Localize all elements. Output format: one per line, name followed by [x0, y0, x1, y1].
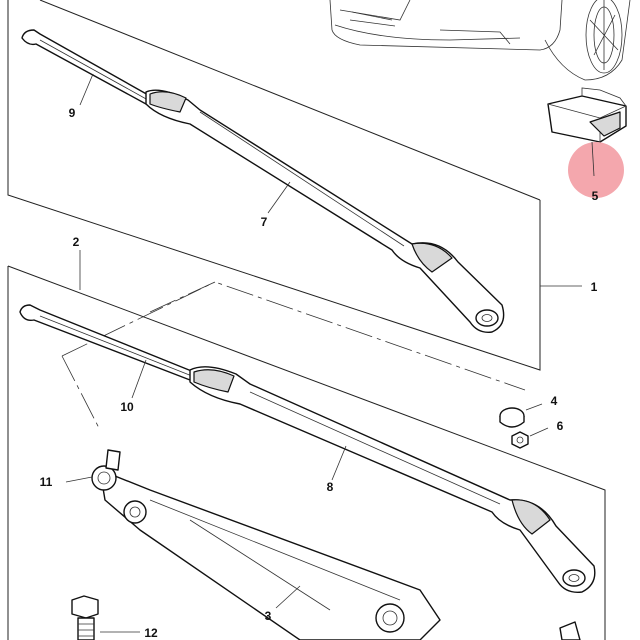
callout-6: 6 — [557, 419, 564, 433]
wiper-arm-lower — [189, 366, 596, 593]
callout-2: 2 — [73, 235, 80, 249]
callout-9: 9 — [69, 106, 76, 120]
car-illustration — [329, 0, 631, 81]
lower-group-box — [7, 265, 606, 640]
upper-group-box — [7, 0, 541, 371]
wiper-blade-lower — [19, 304, 195, 381]
callout-3: 3 — [265, 609, 272, 623]
callout-1: 1 — [591, 280, 598, 294]
callout-7: 7 — [261, 215, 268, 229]
bolt — [71, 595, 99, 640]
callout-8: 8 — [327, 480, 334, 494]
highlight-circle — [568, 142, 624, 198]
wiper-arm-upper — [145, 89, 505, 333]
wiper-linkage — [91, 449, 581, 640]
callout-labels: 9 7 1 2 10 8 11 3 12 4 6 5 — [40, 106, 599, 640]
nut — [511, 431, 529, 449]
sensor-module — [547, 87, 627, 143]
callout-10: 10 — [120, 400, 134, 414]
leader-lines — [65, 73, 595, 633]
callout-5: 5 — [592, 189, 599, 203]
callout-4: 4 — [551, 394, 558, 408]
center-lines — [61, 281, 526, 431]
callout-12: 12 — [144, 626, 158, 640]
nut-cap — [499, 407, 525, 428]
callout-11: 11 — [40, 475, 53, 489]
wiper-blade-upper — [21, 29, 151, 105]
